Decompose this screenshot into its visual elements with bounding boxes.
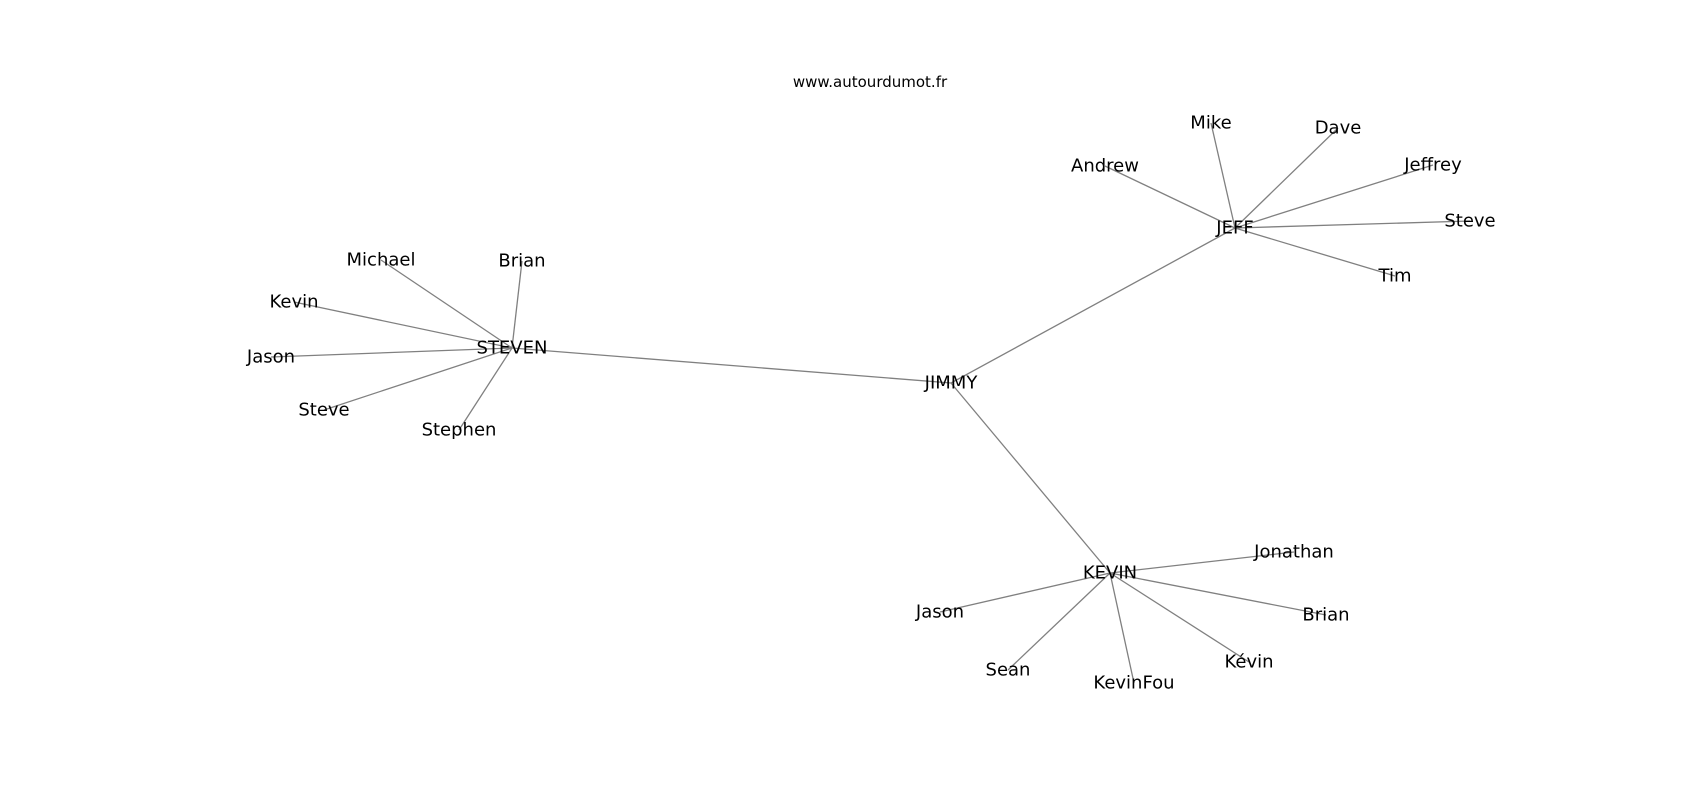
node-label-steven-jason: Jason xyxy=(246,347,295,368)
node-label-kevin: KEVIN xyxy=(1083,563,1137,584)
edge-jimmy-kevin xyxy=(950,382,1111,574)
node-label-kevin-brian: Brian xyxy=(1302,605,1349,626)
edge-steven-michael xyxy=(380,259,513,349)
node-label-kevin-kevin-accent: Kévin xyxy=(1224,652,1273,673)
edge-jimmy-jeff xyxy=(950,227,1236,384)
edge-kevin-brian xyxy=(1109,572,1327,616)
node-label-steven-michael: Michael xyxy=(347,250,416,271)
node-label-jeff: JEFF xyxy=(1215,218,1253,239)
edge-steven-kevin xyxy=(293,301,513,349)
node-label-steven-kevin: Kevin xyxy=(269,292,318,313)
edge-steven-brian xyxy=(511,260,523,349)
edge-jeff-tim xyxy=(1234,227,1396,277)
node-label-kevin-sean: Sean xyxy=(986,660,1031,681)
node-label-steven-brian: Brian xyxy=(498,251,545,272)
node-label-steven-steve: Steve xyxy=(298,400,349,421)
edge-jeff-steve xyxy=(1234,220,1471,229)
edge-jimmy-steven xyxy=(511,347,952,384)
node-label-jimmy: JIMMY xyxy=(924,373,979,394)
edge-kevin-jonathan xyxy=(1109,551,1295,574)
edge-jeff-jeffrey xyxy=(1234,164,1434,229)
edge-kevin-jason xyxy=(939,572,1111,613)
node-label-kevin-jonathan: Jonathan xyxy=(1253,542,1334,563)
edge-kevin-kevinfou xyxy=(1109,572,1135,684)
site-title: www.autourdumot.fr xyxy=(793,73,948,91)
node-label-jeff-jeffrey: Jeffrey xyxy=(1403,155,1462,176)
edge-jeff-mike xyxy=(1210,122,1236,229)
node-label-jeff-steve: Steve xyxy=(1444,211,1495,232)
node-label-jeff-andrew: Andrew xyxy=(1071,156,1139,177)
edge-kevin-sean xyxy=(1007,572,1111,671)
node-label-kevin-kevinfou: KevinFou xyxy=(1093,673,1174,694)
edge-steven-jason xyxy=(270,347,513,358)
edge-steven-steve xyxy=(323,347,513,411)
edges-layer xyxy=(270,122,1471,684)
node-label-steven: STEVEN xyxy=(477,338,548,359)
node-label-jeff-mike: Mike xyxy=(1190,113,1231,134)
node-label-jeff-dave: Dave xyxy=(1315,118,1362,139)
edge-jeff-dave xyxy=(1234,127,1339,229)
node-label-steven-stephen: Stephen xyxy=(422,420,497,441)
edge-steven-stephen xyxy=(458,347,513,431)
node-label-kevin-jason: Jason xyxy=(915,602,964,623)
node-label-jeff-tim: Tim xyxy=(1378,266,1412,287)
edge-kevin-kevin-accent xyxy=(1109,572,1250,663)
labels-layer: JIMMYSTEVENBrianMichaelKevinJasonSteveSt… xyxy=(246,113,1496,694)
edge-jeff-andrew xyxy=(1104,165,1236,229)
